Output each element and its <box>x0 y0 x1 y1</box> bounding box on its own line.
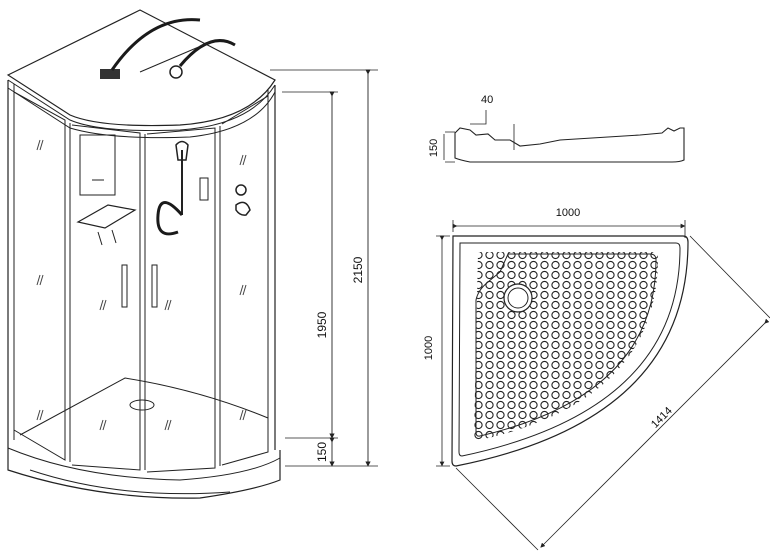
door-handle-left <box>121 264 128 308</box>
tray-skirt <box>7 440 281 499</box>
cabin-roof <box>6 9 276 127</box>
shower-hose <box>156 201 184 236</box>
tray-height-front-label: 150 <box>315 442 329 462</box>
tray-plan-view: 1000 1000 1414 <box>423 207 770 551</box>
tray-profile-view: 40 150 <box>428 94 685 163</box>
shower-cabin-view <box>6 9 281 499</box>
tray-step-label: 40 <box>481 94 493 106</box>
cabin-floor <box>19 377 269 436</box>
back-wall-mirror <box>79 134 116 196</box>
door-handle-right <box>151 264 158 308</box>
right-door <box>146 127 216 473</box>
mixer-knob <box>235 184 247 196</box>
right-glass-panel <box>221 95 269 466</box>
corner-shelf <box>76 204 137 229</box>
roof-fan-unit <box>100 69 120 79</box>
roof-cable-2 <box>178 39 236 67</box>
tray-anti-slip-pattern <box>474 252 658 441</box>
glass-reflections <box>36 139 247 431</box>
cabin-dimensions: 2150 1950 150 <box>270 69 378 467</box>
left-door <box>71 124 141 471</box>
tray-profile-outline <box>454 127 685 163</box>
control-panel <box>199 177 209 201</box>
tray-width-left-label: 1000 <box>423 336 435 360</box>
mixer-handle <box>235 201 251 216</box>
tray-diagonal-label: 1414 <box>649 405 675 431</box>
tray-height-profile-label: 150 <box>428 139 440 157</box>
left-glass-panel <box>13 91 66 461</box>
roof-cable-1 <box>110 18 201 71</box>
shower-handset <box>175 140 189 161</box>
total-height-label: 2150 <box>351 256 365 283</box>
cabin-drain <box>129 399 155 411</box>
tray-width-top-label: 1000 <box>556 207 580 219</box>
cabin-height-label: 1950 <box>315 311 329 338</box>
roof-shower-head-fitting <box>169 65 183 79</box>
